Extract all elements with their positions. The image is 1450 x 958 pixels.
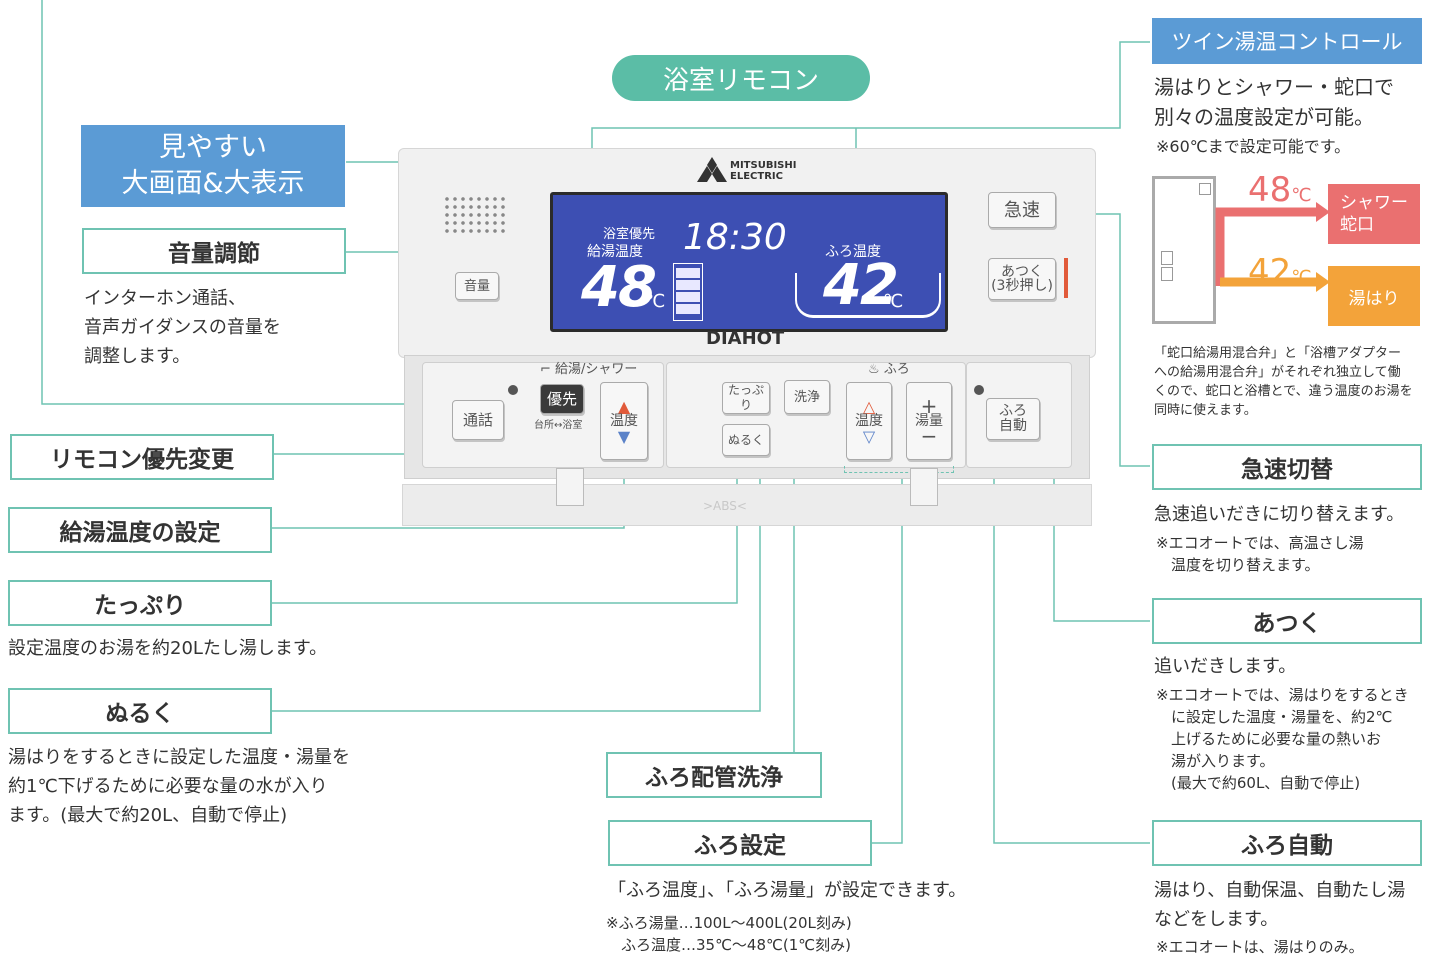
quick-switch-note: ※エコオートでは、高温さし湯 温度を切り替えます。 [1156,534,1364,574]
lcd-level-bar [673,263,703,321]
auto-bath-label: ふろ自動 [1152,820,1422,866]
auto-connector-line [993,418,1150,844]
hinge-left [556,468,584,506]
twin-temp-desc: 湯はりとシャワー・蛇口で 別々の温度設定が可能。 [1154,75,1394,129]
clean-button[interactable]: 洗浄 [784,380,830,414]
nuruku-button[interactable]: ぬるく [722,424,770,456]
lcd-unit-right: ℃ [883,291,904,312]
twin-arrows [1215,202,1330,292]
water-heater-icon [1152,176,1216,324]
lcd-priority-label: 浴室優先 [603,227,656,242]
speaker-grille [443,195,509,233]
lcd-bath-temp: 42 [823,253,899,318]
priority-button[interactable]: 優先 [540,384,584,414]
tappuri-button[interactable]: たっぷり [722,382,770,414]
quick-switch-label: 急速切替 [1152,444,1422,490]
shower-icon: ⌐ [540,362,556,377]
bath-setting-desc: 「ふろ温度」、「ふろ湯量」が設定できます。 [608,880,967,901]
lcd-hot-water-label: 給湯温度 [587,244,643,260]
call-connector-line [41,0,452,405]
big-display-feature-box: 見やすい 大画面&大表示 [81,125,345,207]
atsuku-note: ※エコオートでは、湯はりをするとき に設定した温度・湯量を、約2℃ 上げるために… [1156,686,1409,792]
priority-sub-label: 台所↔浴室 [534,420,583,431]
bath-section-title: ♨ ふろ [868,362,910,377]
quick-button[interactable]: 急速 [988,192,1056,228]
shower-section-title: ⌐ 給湯/シャワー [540,362,638,377]
temp-up-icon: ▲ [617,396,631,416]
lcd-unit-left: ℃ [645,291,666,312]
auto-bath-desc: 湯はり、自動保温、自動たし湯 などをします。 [1154,880,1406,930]
twin-temp-feature-box: ツイン湯温コントロール [1152,18,1422,64]
lcd-hot-water-temp: 48 [581,255,657,320]
lcd-display: 浴室優先 給湯温度 48 ℃ 18:30 ふろ温度 42 ℃ [550,192,948,332]
nuruku-desc: 湯はりをするときに設定した温度・湯量を 約1℃下げるために必要な量の水が入り ま… [8,747,350,826]
shower-tap-box: シャワー 蛇口 [1328,184,1420,244]
mitsubishi-logo-icon [697,157,727,182]
call-indicator [508,385,518,395]
volume-button[interactable]: 音量 [455,272,499,300]
priority-label: リモコン優先変更 [10,434,274,480]
call-button[interactable]: 通話 [452,400,504,440]
atsuku-desc: 追いだきします。 [1154,656,1297,677]
atsuku-indicator [1064,258,1068,298]
shower-temp-button[interactable]: ▲ 温度 ▼ [600,382,648,460]
bath-temp-readout: 42℃ [1248,252,1312,292]
auto-indicator [974,385,984,395]
bath-fill-box: 湯はり [1328,266,1420,326]
bath-setting-bracket [844,466,954,473]
bath-setting-connector-line [872,472,903,844]
title-pill: 浴室リモコン [612,55,870,101]
atsuku-button[interactable]: あつく (3秒押し) [988,258,1056,300]
hot-water-temp-label: 給湯温度の設定 [8,507,272,553]
tappuri-label: たっぷり [8,580,272,626]
twin-temp-footnote: 「蛇口給湯用混合弁」と「浴槽アダプター への給湯用混合弁」がそれぞれ独立して働 … [1154,346,1413,418]
bath-temp-down-icon: ▽ [862,426,876,446]
tappuri-desc: 設定温度のお湯を約20Lたし湯します。 [8,638,328,659]
bath-volume-button[interactable]: + 湯量 − [906,382,952,460]
remote-lid: >ABS< [402,484,1092,526]
volume-desc: インターホン通話、 音声ガイダンスの音量を 調整します。 [84,288,281,367]
bath-temp-button[interactable]: △ 温度 ▽ [846,382,892,460]
nuruku-label: ぬるく [8,688,272,734]
quick-switch-desc: 急速追いだきに切り替えます。 [1154,504,1405,525]
shower-temp-readout: 48℃ [1248,170,1312,210]
lid-mark: >ABS< [703,499,747,513]
nuruku-connector-line [272,452,761,712]
atsuku-label: あつく [1152,598,1422,644]
bath-temp-up-icon: △ [862,396,876,416]
plus-icon: + [920,393,938,418]
lcd-bathtub-icon [795,273,941,318]
brand-name: MITSUBISHI ELECTRIC [730,160,797,182]
temp-connector-line [272,458,625,529]
lcd-clock: 18:30 [683,217,787,258]
bath-setting-label: ふろ設定 [608,820,872,866]
diahot-logo: DIAHOT [706,328,785,349]
volume-label: 音量調節 [82,228,346,274]
lcd-bath-temp-label: ふろ温度 [825,244,881,260]
auto-bath-button[interactable]: ふろ 自動 [986,398,1040,440]
bath-icon: ♨ [868,362,884,377]
bath-setting-note: ※ふろ湯量…100L～400L(20L刻み) ふろ温度…35℃～48℃(1℃刻み… [606,914,852,954]
temp-down-icon: ▼ [617,426,631,446]
minus-icon: − [920,423,938,448]
hinge-right [910,468,938,506]
auto-bath-note: ※エコオートは、湯はりのみ。 [1156,938,1364,956]
pipe-clean-label: ふろ配管洗浄 [606,752,822,798]
twin-temp-note: ※60℃まで設定可能です。 [1156,137,1351,156]
